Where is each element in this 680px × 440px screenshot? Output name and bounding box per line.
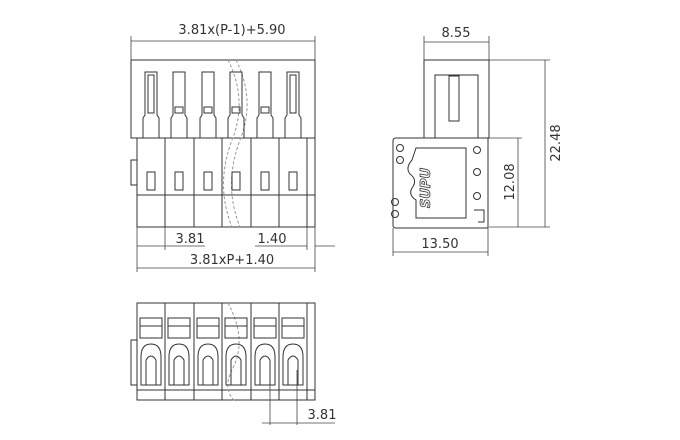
wire-entry-slot: [142, 71, 160, 138]
clamp-spring: [202, 355, 214, 385]
release-button: [260, 106, 270, 114]
pin-contact: [147, 74, 155, 114]
dim-body-height: 12.08: [503, 163, 518, 200]
release-slot: [281, 317, 305, 339]
release-slot: [196, 317, 220, 339]
wire-entry-slot: [227, 71, 245, 138]
dim-total-height: 22.48: [549, 124, 564, 161]
wire-entry-slot: [284, 71, 302, 138]
release-slot: [224, 317, 248, 339]
wire-clamp-opening: [197, 343, 219, 386]
contact-window: [146, 171, 156, 191]
mounting-hole: [473, 192, 481, 200]
mounting-hole: [396, 144, 404, 152]
bottom-side-latch: [130, 339, 138, 386]
mounting-hole: [391, 198, 399, 206]
contact-window: [260, 171, 270, 191]
wire-clamp-opening: [168, 343, 190, 386]
front-break-line-2: [231, 59, 248, 228]
side-top-housing: [423, 59, 490, 139]
bottom-break-line: [227, 302, 240, 403]
clamp-spring: [287, 355, 299, 385]
mounting-hole: [396, 156, 404, 164]
side-cavity: [407, 147, 467, 219]
side-view: SUPU 8.55 22.48 12.08 13.50: [391, 26, 564, 256]
contact-window: [231, 171, 241, 191]
dim-end: 1.40: [258, 232, 287, 247]
bottom-dim-pitch: 3.81: [308, 408, 337, 423]
side-body: [392, 137, 489, 229]
bottom-view: 3.81: [130, 302, 337, 425]
clamp-spring: [230, 355, 242, 385]
contact-window: [203, 171, 213, 191]
contact-window: [174, 171, 184, 191]
dim-overall-bottom: 3.81xP+1.40: [190, 253, 274, 268]
release-button: [231, 106, 241, 114]
front-break-line: [223, 59, 240, 228]
release-slot: [139, 317, 163, 339]
wire-entry-slot: [170, 71, 188, 138]
pin-contact: [289, 74, 297, 114]
release-button: [174, 106, 184, 114]
dim-overall-top: 3.81x(P-1)+5.90: [178, 23, 285, 38]
dim-pitch: 3.81: [176, 232, 205, 247]
dim-body-width: 13.50: [421, 237, 458, 252]
wire-clamp-opening: [225, 343, 247, 386]
wire-entry-slot: [256, 71, 274, 138]
mounting-hole: [473, 168, 481, 176]
front-body: [136, 137, 316, 228]
front-side-latch: [130, 159, 138, 186]
side-pin: [448, 75, 460, 122]
wire-clamp-opening: [140, 343, 162, 386]
logo-supu: SUPU: [419, 168, 434, 208]
side-latch: [474, 209, 485, 223]
wire-clamp-opening: [254, 343, 276, 386]
dim-top-width: 8.55: [442, 26, 471, 41]
side-slot: [434, 74, 479, 139]
release-slot: [167, 317, 191, 339]
mounting-hole: [391, 210, 399, 218]
clamp-spring: [259, 355, 271, 385]
front-view: 3.81x(P-1)+5.90 3.81 1.40 3.81xP+1.40: [130, 23, 335, 272]
clamp-spring: [145, 355, 157, 385]
clamp-spring: [173, 355, 185, 385]
wire-entry-slot: [199, 71, 217, 138]
release-slot: [253, 317, 277, 339]
release-button: [203, 106, 213, 114]
mounting-hole: [473, 146, 481, 154]
wire-clamp-opening: [282, 343, 304, 386]
contact-window: [288, 171, 298, 191]
